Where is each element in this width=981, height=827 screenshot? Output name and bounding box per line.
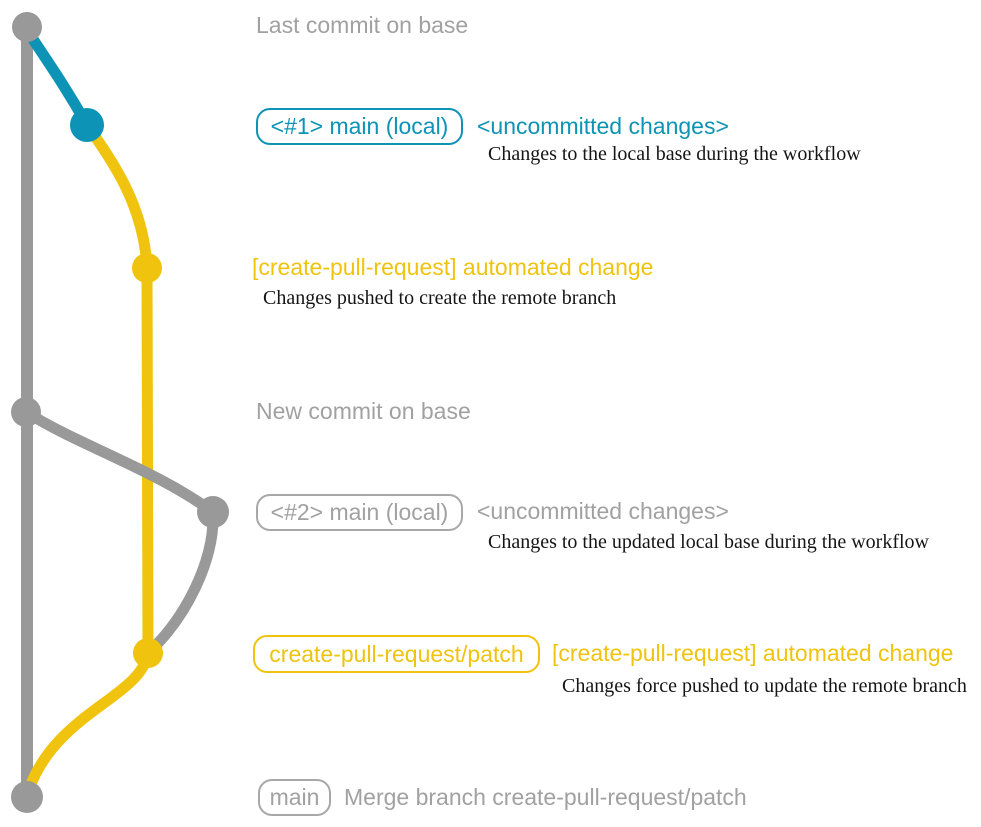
branch-label-main-merge: main [258, 779, 331, 816]
updated-base-branch-curve [20, 406, 219, 659]
branch-label-patch-text: create-pull-request/patch [269, 640, 524, 667]
new-commit-heading: New commit on base [256, 398, 471, 424]
patch-branch-curve [81, 119, 154, 659]
uncommitted-changes-title-2: <uncommitted changes> [477, 498, 729, 524]
commit-node-base-1 [12, 12, 42, 42]
git-graph [11, 12, 229, 813]
automated-change-title-2: [create-pull-request] automated change [552, 640, 954, 666]
merge-commit-title: Merge branch create-pull-request/patch [344, 784, 747, 810]
automated-change-title-1: [create-pull-request] automated change [252, 254, 654, 280]
branch-label-main-merge-text: main [269, 784, 320, 810]
commit-node-merge [11, 781, 43, 813]
commit-node-automated-1 [132, 253, 162, 283]
automated-change-desc-1: Changes pushed to create the remote bran… [263, 287, 617, 309]
commit-node-main-local-1 [70, 108, 104, 142]
uncommitted-changes-title-1: <uncommitted changes> [477, 113, 729, 139]
branch-label-main-local-2-text: <#2> main (local) [270, 499, 449, 525]
last-commit-heading: Last commit on base [256, 12, 469, 38]
automated-change-desc-2: Changes force pushed to update the remot… [562, 675, 967, 697]
uncommitted-changes-desc-2: Changes to the updated local base during… [488, 531, 929, 553]
branch-label-main-local-2: <#2> main (local) [256, 494, 463, 531]
commit-node-automated-2 [133, 638, 163, 668]
uncommitted-changes-desc-1: Changes to the local base during the wor… [488, 143, 861, 165]
commit-node-main-local-2 [197, 496, 229, 528]
branch-label-main-local-1-text: <#1> main (local) [270, 113, 449, 139]
branch-label-main-local-1: <#1> main (local) [256, 108, 463, 145]
patch-merge-curve [22, 647, 154, 798]
commit-node-base-2 [11, 397, 41, 427]
branch-label-patch: create-pull-request/patch [253, 635, 540, 673]
